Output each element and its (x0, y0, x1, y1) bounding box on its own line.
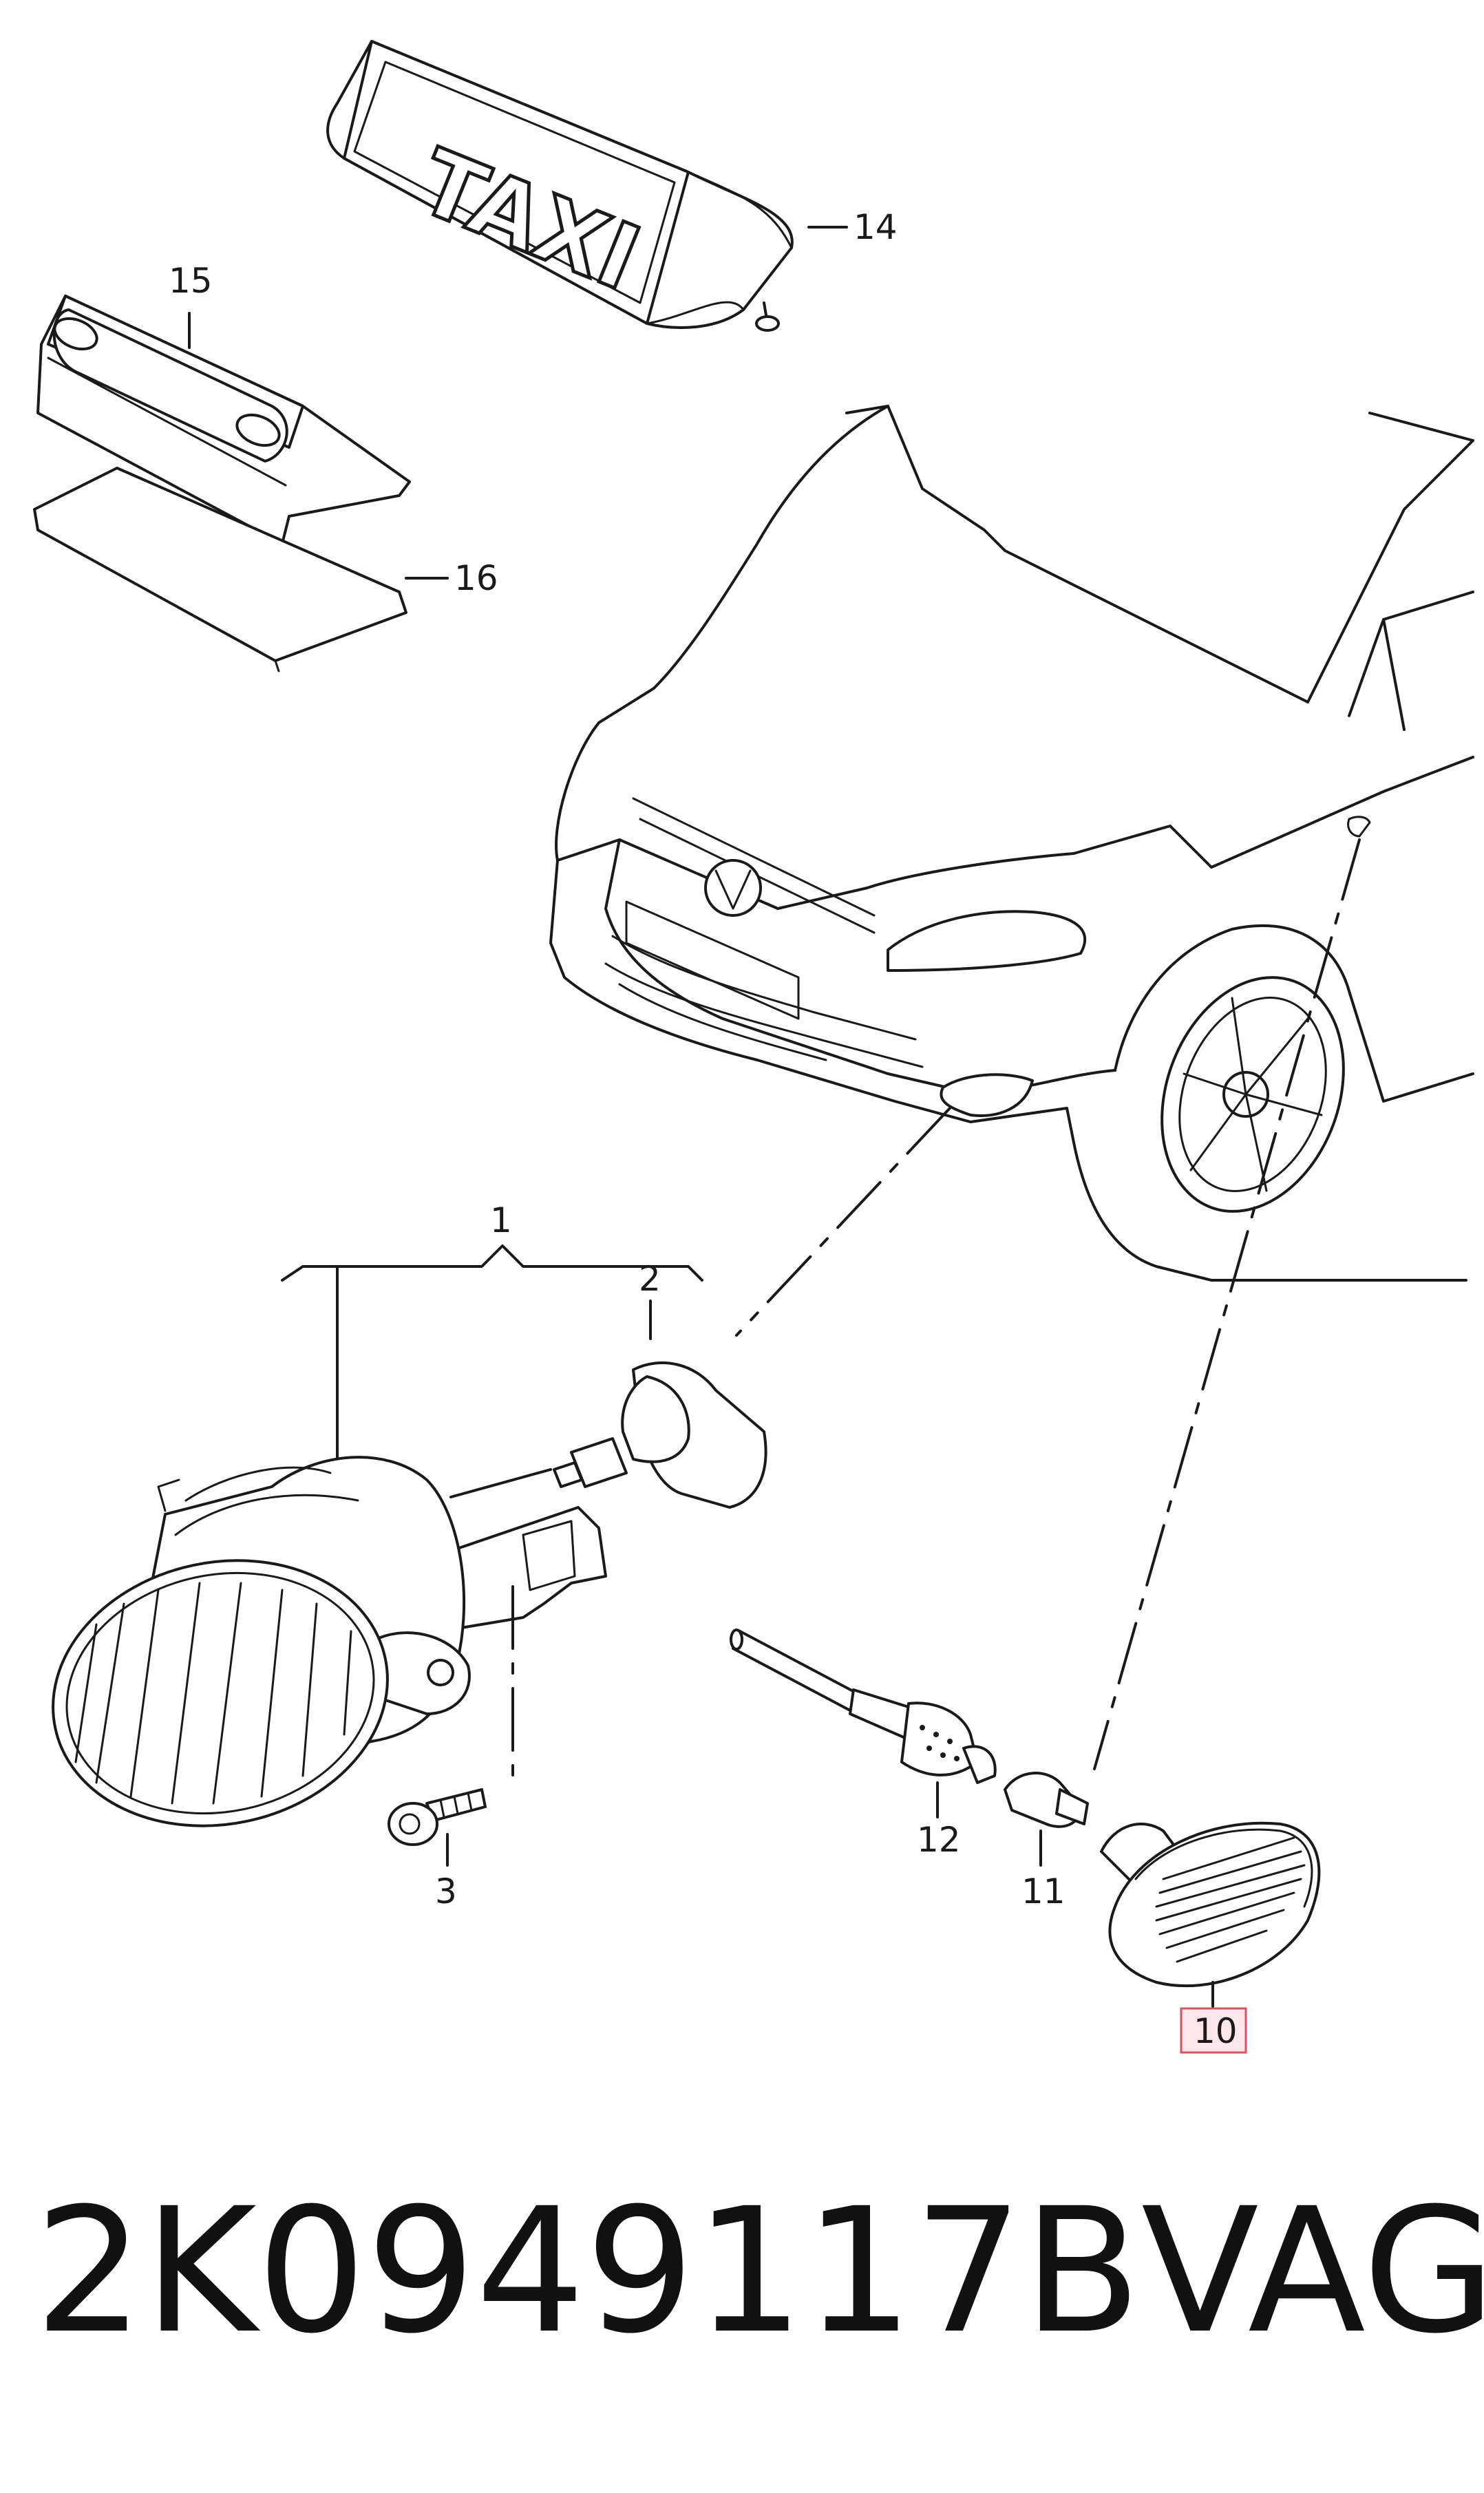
footer: 2K0949117B VAG (34, 2168, 1484, 2375)
callout-3: 3 (435, 1871, 457, 1911)
leader-side-marker (1093, 838, 1361, 1770)
side-marker-lamp (1100, 1821, 1321, 1988)
callout-1: 1 (490, 1200, 512, 1240)
fog-lamp-bulb (553, 1361, 767, 1509)
callout-15: 15 (169, 261, 213, 301)
adhesive-pad (33, 467, 407, 672)
part-number: 2K0949117B (34, 2171, 1141, 2371)
leader-fog-lamp (735, 1107, 951, 1337)
callout-10-highlight (1180, 2007, 1247, 2054)
taxi-sign: TAXI (326, 40, 794, 332)
callout-11: 11 (1021, 1871, 1066, 1911)
vehicle-illustration (549, 405, 1474, 1282)
callout-14: 14 (854, 207, 898, 247)
callout-16: 16 (454, 558, 498, 598)
roof-light-module (36, 295, 411, 545)
wedge-bulb (1004, 1772, 1089, 1828)
callout-10: 10 (1194, 2011, 1238, 2051)
assembly-bracket (281, 1244, 703, 1282)
callout-12: 12 (917, 1820, 961, 1860)
callout-2: 2 (639, 1259, 661, 1299)
fog-lamp-housing (52, 1456, 607, 1827)
mounting-screw (388, 1788, 487, 1846)
brand-name: VAG (1141, 2171, 1484, 2371)
wiring-socket (730, 1629, 997, 1784)
